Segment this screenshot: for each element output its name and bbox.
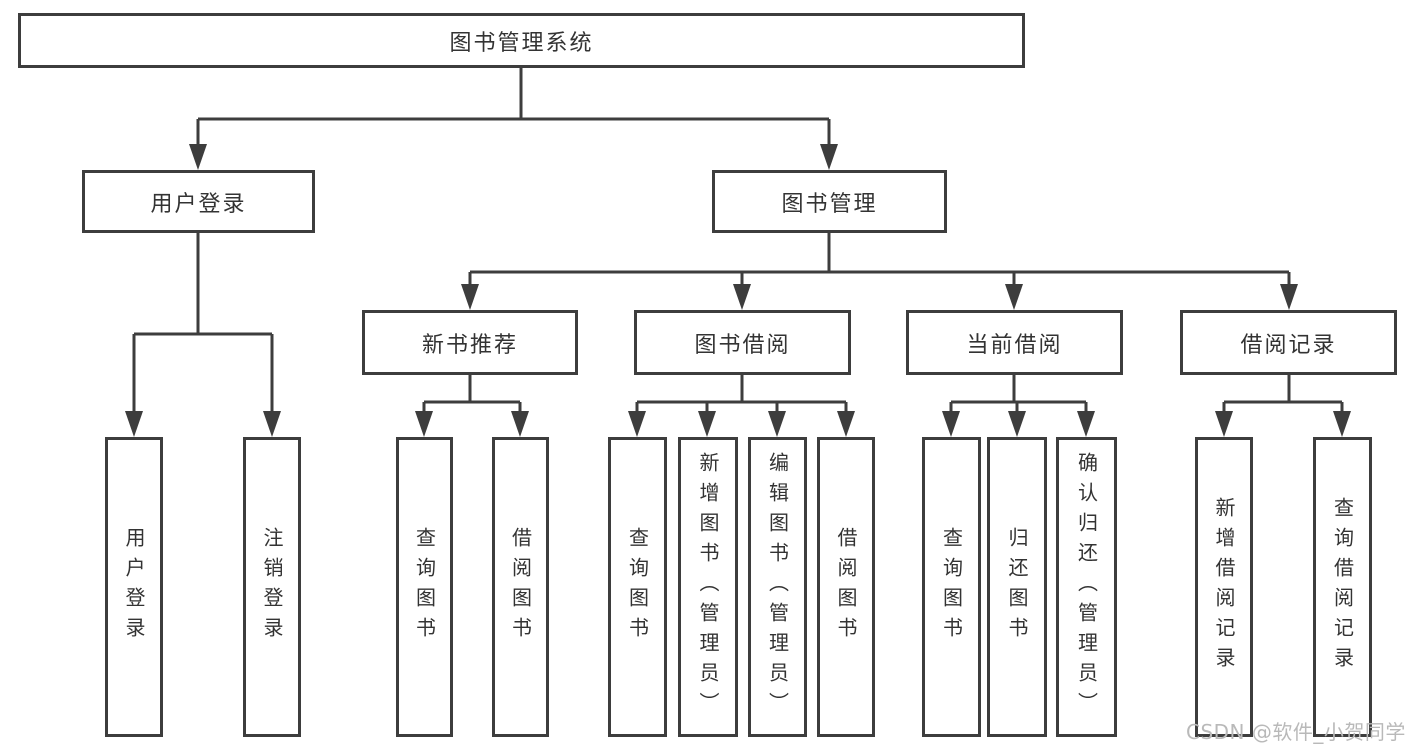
arrowhead-icon [1005,284,1023,310]
node-label: 新增借阅记录 [1212,497,1236,677]
arrowhead-icon [1215,411,1233,437]
arrowhead-icon [461,284,479,310]
arrowhead-icon [820,144,838,170]
node-label: 注销登录 [260,527,284,647]
node-label: 图书借阅 [694,332,791,358]
arrowhead-icon [189,144,207,170]
arrowhead-icon [511,411,529,437]
arrowhead-icon [415,411,433,437]
arrowhead-icon [733,284,751,310]
arrowhead-icon [1333,411,1351,437]
node-book-borrowing: 图书借阅 [634,310,851,375]
arrowhead-icon [263,411,281,437]
node-library-management-system: 图书管理系统 [18,13,1025,68]
leaf-cb-query-books: 查询图书 [922,437,981,737]
csdn-watermark: CSDN @软件_小贺同学 [1186,720,1405,744]
arrowhead-icon [837,411,855,437]
leaf-nbr-query-books: 查询图书 [396,437,453,737]
arrowhead-icon [1077,411,1095,437]
leaf-cb-return-books: 归还图书 [987,437,1047,737]
leaf-nbr-borrow-books: 借阅图书 [492,437,549,737]
node-label: 查询借阅记录 [1330,497,1355,677]
arrowhead-icon [1008,411,1026,437]
leaf-bb-edit-books-admin: 编辑图书（管理员） [748,437,807,737]
node-label: 借阅图书 [508,527,533,647]
node-label: 编辑图书（管理员） [765,452,790,722]
node-book-management: 图书管理 [712,170,947,233]
node-new-book-recommendation: 新书推荐 [362,310,578,375]
leaf-bb-query-books: 查询图书 [608,437,667,737]
leaf-bb-add-books-admin: 新增图书（管理员） [678,437,738,737]
leaf-logout: 注销登录 [243,437,301,737]
node-label: 新书推荐 [421,332,518,358]
node-label: 借阅图书 [834,527,858,647]
node-current-borrowing: 当前借阅 [906,310,1123,375]
node-label: 查询图书 [939,527,964,647]
node-borrowing-records: 借阅记录 [1180,310,1397,375]
node-label: 用户登录 [150,191,247,217]
leaf-cb-confirm-return-admin: 确认归还（管理员） [1056,437,1117,737]
arrowhead-icon [698,411,716,437]
leaf-br-add-record: 新增借阅记录 [1195,437,1253,737]
node-label: 归还图书 [1005,527,1029,647]
node-label: 当前借阅 [966,332,1063,358]
node-user-login: 用户登录 [82,170,315,233]
node-label: 用户登录 [122,527,146,647]
node-label: 确认归还（管理员） [1074,452,1099,722]
node-label: 查询图书 [412,527,437,647]
leaf-user-login: 用户登录 [105,437,163,737]
arrowhead-icon [125,411,143,437]
node-label: 图书管理 [781,191,878,217]
node-label: 借阅记录 [1240,332,1337,358]
arrowhead-icon [942,411,960,437]
arrowhead-icon [628,411,646,437]
arrowhead-icon [1280,284,1298,310]
node-label: 查询图书 [625,527,650,647]
leaf-br-query-record: 查询借阅记录 [1313,437,1372,737]
arrowhead-icon [768,411,786,437]
leaf-bb-borrow-books: 借阅图书 [817,437,875,737]
node-label: 新增图书（管理员） [696,452,720,722]
node-label: 图书管理系统 [449,30,594,56]
